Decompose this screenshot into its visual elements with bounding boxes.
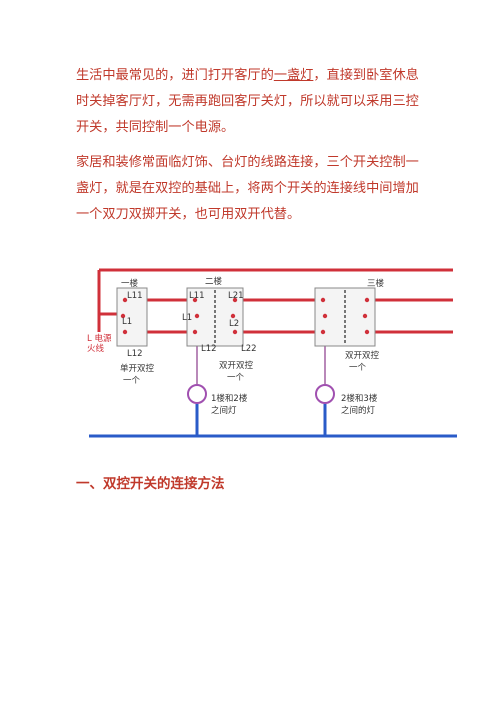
label-sw1-2: 一个 [123,376,141,386]
label-sw2-1: 双开双控 [219,360,254,371]
label-source-2: 火线 [87,343,105,354]
label-l11-b: L11 [189,291,205,301]
label-sw3-2: 一个 [349,363,367,373]
switch-contacts [120,297,370,335]
label-sw3-1: 双开双控 [345,350,380,361]
paragraph-intro: 生活中最常见的，进门打开客厅的一盏灯，直接到卧室休息时关掉客厅灯，无需再跑回客厅… [76,63,428,141]
label-l21: L21 [228,291,244,301]
label-l11: L11 [127,291,143,301]
label-floor3: 三楼 [367,278,385,289]
label-lamp1-2: 之间灯 [211,405,237,416]
live-wires [97,268,453,334]
label-l1-a: L1 [122,317,132,327]
label-floor1: 一楼 [121,278,139,289]
section-heading: 一、双控开关的连接方法 [76,476,225,492]
label-lamp2-1: 2楼和3楼 [341,393,378,404]
label-floor2: 二楼 [205,276,223,287]
label-source-1: L 电源 [87,333,112,344]
lamp-icon-2 [315,384,335,404]
label-sw2-2: 一个 [227,373,245,383]
paragraph-intro-text-b: ，直接到卧室休息时关掉客厅灯，无需再跑回客厅关灯，所以就可以采用三控开关，共同控… [76,68,419,135]
lamp-icon-1 [187,384,207,404]
neutral-wires [89,404,457,438]
label-l12-b: L12 [201,344,217,354]
label-l22: L22 [241,344,257,354]
wiring-diagram: 一楼 二楼 三楼 L11 L1 L12 L11 L1 L21 L2 L12 L2… [87,252,459,448]
label-lamp1-1: 1楼和2楼 [211,393,248,404]
label-lamp2-2: 之间的灯 [341,405,376,416]
diagram-background [87,252,459,448]
label-l12-a: L12 [127,349,143,359]
label-l1-b: L1 [182,313,192,323]
dashed-dividers [214,290,346,344]
paragraph-wiring: 家居和装修常面临灯饰、台灯的线路连接，三个开关控制一盏灯，就是在双控的基础上，将… [76,155,419,222]
label-l2: L2 [229,319,239,329]
link-one-lamp[interactable]: 一盏灯 [273,68,314,83]
label-sw1-1: 单开双控 [120,363,155,374]
paragraph-intro-text-a: 生活中最常见的，进门打开客厅的 [76,68,274,83]
